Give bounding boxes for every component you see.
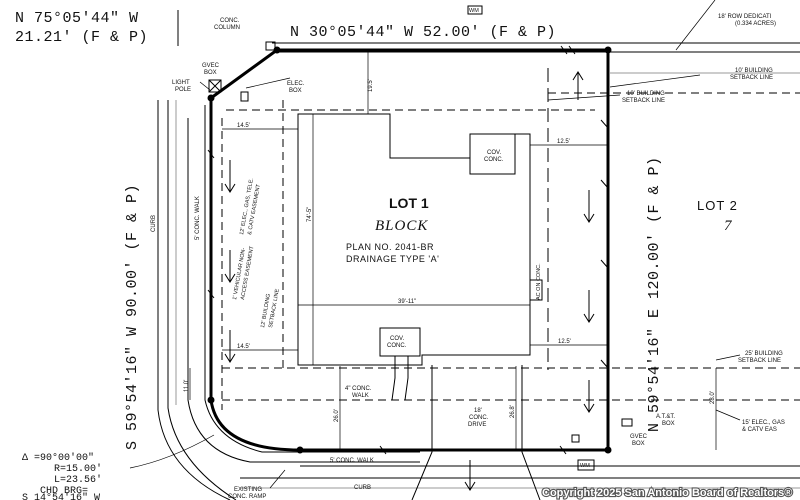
left-street-lines xyxy=(157,100,420,500)
att-box-symbol xyxy=(621,418,633,427)
dim-11-0: 11.0' xyxy=(184,380,190,392)
easement-15-label: & CATV EAS xyxy=(742,427,777,433)
conc-drive-label: CONC. xyxy=(469,415,489,421)
elec-box-label: BOX xyxy=(289,88,302,94)
water-meter-bottom-symbol xyxy=(577,459,595,471)
dim-19-5: 19.5' xyxy=(368,79,374,92)
gvec-box-b-label: BOX xyxy=(632,441,645,447)
fixtures xyxy=(208,5,633,471)
copyright-watermark: Copyright 2025 San Antonio Board of Real… xyxy=(542,487,792,499)
dim-74-5: 74'-5" xyxy=(307,207,313,222)
top-road-lines xyxy=(272,42,800,74)
light-pole-label: POLE xyxy=(175,87,191,93)
setback-outer-label: 10' BUILDING xyxy=(735,68,773,74)
curve-chord-value: S 14°54'16" W xyxy=(22,492,100,500)
gvec-box-b-symbol xyxy=(571,434,580,443)
curve-delta: Δ =90°00'00" xyxy=(22,452,94,464)
ac-on-conc-label: AC ON CONC. xyxy=(536,263,542,300)
curve-length: L=23.56' xyxy=(54,474,102,486)
dim-14-5-bottom: 14.5' xyxy=(237,344,250,350)
cov-conc-top-label: COV. xyxy=(487,150,501,156)
neighbor-lot-label: LOT 2 xyxy=(697,198,738,213)
cov-conc-top-label: CONC. xyxy=(484,157,504,163)
block-label: BLOCK xyxy=(375,218,428,234)
dim-26-8: 26.8' xyxy=(510,405,516,418)
setback-25-label: 25' BUILDING xyxy=(745,351,783,357)
dimension-lines xyxy=(189,52,717,450)
att-box-label: BOX xyxy=(662,421,675,427)
setback-lines xyxy=(221,68,800,410)
elec-box-symbol xyxy=(240,91,249,102)
light-pole-label: LIGHT xyxy=(172,80,190,86)
bearing-top: N 30°05'44" W 52.00' (F & P) xyxy=(290,24,556,41)
curb-left-label: CURB xyxy=(151,215,157,232)
row-dedication-label: (0.334 ACRES) xyxy=(735,21,776,27)
easement-15-label: 15' ELEC., GAS xyxy=(742,420,785,426)
curve-chord: CHD BRG= xyxy=(40,486,88,497)
setback-inner-label: 10' BUILDING xyxy=(627,91,665,97)
lot-label: LOT 1 xyxy=(389,195,429,211)
dim-12-5-top: 12.5' xyxy=(557,139,570,145)
dim-14-5-top: 14.5' xyxy=(237,123,250,129)
drainage-label: DRAINAGE TYPE 'A' xyxy=(346,254,439,264)
setback-12-label: 12' BUILDING xyxy=(260,293,272,328)
dim-26-0: 26.0' xyxy=(334,409,340,422)
cov-conc-top xyxy=(469,133,516,175)
wm-top-label: WM xyxy=(469,8,479,14)
att-box-label: A.T.&T. xyxy=(656,414,675,420)
bottom-road-lines xyxy=(240,465,800,489)
gvec-box-label: GVEC xyxy=(202,63,220,69)
conc-column-label: CONC. xyxy=(220,18,240,24)
setback-25-label: SETBACK LINE xyxy=(738,358,781,364)
bearing-left: S 59°54'16" W 90.00' (F & P) xyxy=(124,184,141,450)
bearing-top-left-1: N 75°05'44" W xyxy=(15,10,139,27)
row-dedication-label: 18' ROW DEDICATI xyxy=(718,14,772,20)
wm-bottom-label: WM xyxy=(580,463,590,469)
conc-walk-5-label: 5' CONC. WALK xyxy=(330,458,374,464)
existing-ramp-label: CONC. RAMP xyxy=(228,494,266,500)
cov-conc-bottom-label: CONC. xyxy=(387,343,407,349)
house-footprint xyxy=(297,113,543,366)
setback-outer-label: SETBACK LINE xyxy=(730,75,773,81)
bearing-right: N 59°54'16" E 120.00' (F & P) xyxy=(646,156,663,432)
curve-radius: R=15.00' xyxy=(54,463,102,475)
elec-box-label: ELEC. xyxy=(287,81,305,87)
conc-column-label: COLUMN xyxy=(214,25,240,31)
conc-walk-4-label: WALK xyxy=(352,393,369,399)
gvec-box-label: BOX xyxy=(204,70,217,76)
setback-inner-label: SETBACK LINE xyxy=(622,98,665,104)
existing-ramp-label: EXISTING xyxy=(234,487,262,493)
curb-bottom-label: CURB xyxy=(354,485,371,491)
conc-drive-label: 18' xyxy=(474,408,482,414)
dim-12-5-bottom: 12.5' xyxy=(558,339,571,345)
leader-lines xyxy=(129,0,741,489)
dim-28-0: 28.0' xyxy=(710,391,716,404)
driveway xyxy=(391,356,541,500)
water-meter-top-symbol xyxy=(467,5,483,15)
cov-conc-bottom xyxy=(379,327,421,357)
bearing-top-left-2: 21.21' (F & P) xyxy=(15,29,148,46)
conc-walk-5-left-label: 5' CONC. WALK xyxy=(195,196,201,240)
conc-column-symbol xyxy=(265,41,276,51)
dim-39-11: 39'-11" xyxy=(398,299,416,305)
conc-drive-label: DRIVE xyxy=(468,422,486,428)
corner-monument xyxy=(604,446,612,454)
corner-monument xyxy=(207,94,215,102)
drainage-arrows xyxy=(224,71,595,491)
plan-label: PLAN NO. 2041-BR xyxy=(346,242,434,252)
neighbor-block-number: 7 xyxy=(724,218,733,234)
property-boundary xyxy=(207,46,612,454)
conc-walk-4-label: 4" CONC. xyxy=(345,386,372,392)
easement-ticks xyxy=(207,45,609,455)
gvec-box-symbol xyxy=(208,79,222,93)
corner-monument xyxy=(207,396,215,404)
gvec-box-b-label: GVEC xyxy=(630,434,648,440)
ac-pad xyxy=(529,279,543,301)
cov-conc-bottom-label: COV. xyxy=(390,336,404,342)
corner-monument xyxy=(604,46,612,54)
corner-monument xyxy=(296,446,304,454)
